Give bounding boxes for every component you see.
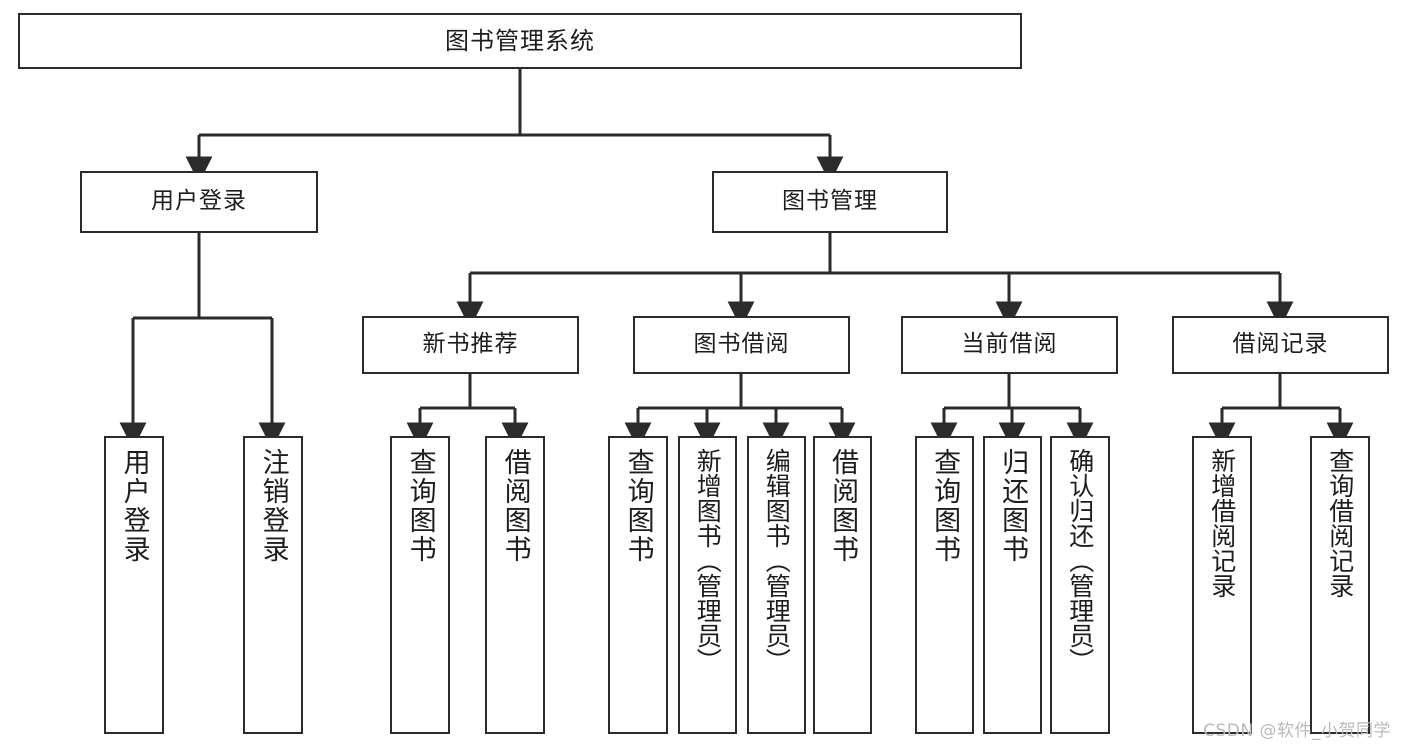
node-user-login[interactable]: 用户登录 xyxy=(80,171,318,233)
node-leaf-query-borrow-record-label: 查询借阅记录 xyxy=(1325,448,1355,598)
watermark: CSDN @软件_小贺同学 xyxy=(1203,721,1391,741)
node-leaf-user-login[interactable]: 用户登录 xyxy=(104,436,164,734)
node-book-manage-label: 图书管理 xyxy=(782,188,878,215)
node-leaf-borrow-book-1[interactable]: 借阅图书 xyxy=(485,436,545,734)
node-leaf-query-borrow-record[interactable]: 查询借阅记录 xyxy=(1310,436,1370,734)
node-leaf-user-logout-label: 注销登录 xyxy=(257,448,289,564)
node-borrow-record-label: 借阅记录 xyxy=(1232,331,1329,358)
node-leaf-edit-book[interactable]: 编辑图书（管理员） xyxy=(747,436,806,734)
node-root[interactable]: 图书管理系统 xyxy=(18,13,1022,69)
node-leaf-query-book-3-label: 查询图书 xyxy=(929,448,961,564)
node-book-manage[interactable]: 图书管理 xyxy=(712,171,948,233)
node-leaf-add-book[interactable]: 新增图书（管理员） xyxy=(678,436,737,734)
node-leaf-user-login-label: 用户登录 xyxy=(118,448,150,564)
node-leaf-edit-book-label: 编辑图书（管理员） xyxy=(762,448,792,673)
node-leaf-return-book[interactable]: 归还图书 xyxy=(983,436,1042,734)
node-leaf-query-book-2[interactable]: 查询图书 xyxy=(608,436,668,734)
node-root-label: 图书管理系统 xyxy=(445,26,595,55)
node-leaf-borrow-book-1-label: 借阅图书 xyxy=(499,448,531,564)
node-leaf-return-book-label: 归还图书 xyxy=(997,448,1029,564)
node-new-book-recommend-label: 新书推荐 xyxy=(422,331,519,358)
node-leaf-add-borrow-record[interactable]: 新增借阅记录 xyxy=(1192,436,1252,734)
node-leaf-query-book-2-label: 查询图书 xyxy=(622,448,654,564)
node-current-borrow[interactable]: 当前借阅 xyxy=(901,316,1118,374)
node-leaf-borrow-book-2[interactable]: 借阅图书 xyxy=(813,436,872,734)
node-leaf-add-borrow-record-label: 新增借阅记录 xyxy=(1207,448,1237,598)
node-leaf-query-book-1[interactable]: 查询图书 xyxy=(390,436,450,734)
node-user-login-label: 用户登录 xyxy=(151,188,247,215)
node-book-borrow-label: 图书借阅 xyxy=(693,331,790,358)
node-leaf-query-book-1-label: 查询图书 xyxy=(404,448,436,564)
node-new-book-recommend[interactable]: 新书推荐 xyxy=(362,316,579,374)
node-leaf-query-book-3[interactable]: 查询图书 xyxy=(915,436,974,734)
node-leaf-borrow-book-2-label: 借阅图书 xyxy=(827,448,859,564)
node-leaf-add-book-label: 新增图书（管理员） xyxy=(693,448,723,673)
node-leaf-confirm-return[interactable]: 确认归还（管理员） xyxy=(1050,436,1110,734)
node-leaf-user-logout[interactable]: 注销登录 xyxy=(243,436,303,734)
node-borrow-record[interactable]: 借阅记录 xyxy=(1172,316,1389,374)
node-leaf-confirm-return-label: 确认归还（管理员） xyxy=(1065,448,1095,673)
node-current-borrow-label: 当前借阅 xyxy=(961,331,1058,358)
node-book-borrow[interactable]: 图书借阅 xyxy=(633,316,850,374)
